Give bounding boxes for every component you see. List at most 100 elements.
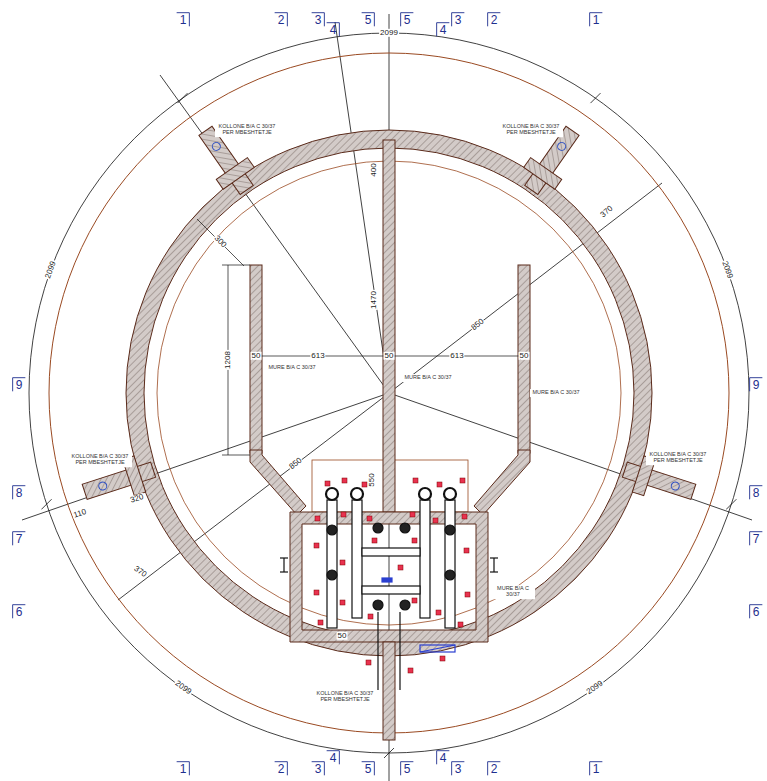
annotation-note: KOLLONE B/A C 30/37 PER MBESHTETJE [68,453,132,467]
dimension-label: 1470 [370,290,378,310]
concrete-walls [82,462,155,499]
section-mark: 5 [403,14,412,27]
valve-markers [340,600,345,605]
valve-markers [315,516,320,521]
foundation-outline [49,53,729,733]
dimension-label: 850 [287,456,304,472]
dimension-arc [178,93,188,103]
dimension-label: 370 [131,564,148,580]
inner-dimension-lines [222,265,250,266]
section-mark: 8 [752,487,761,500]
section-mark: 6 [15,606,24,619]
section-mark: 1 [592,763,601,776]
pump-piping [420,645,455,652]
dimension-label: 370 [598,204,615,220]
valve-markers [372,538,377,543]
section-mark-tick [339,751,340,765]
section-mark: 7 [752,533,761,546]
valve-markers [464,548,469,553]
dimension-label: 2099 [720,259,735,280]
section-mark-tick [436,751,437,765]
section-mark: 2 [277,763,286,776]
concrete-walls [556,141,567,152]
pump-piping [420,645,455,652]
section-mark: 4 [329,24,338,37]
pump-piping [327,525,337,535]
concrete-walls [670,481,680,491]
valve-markers [433,518,438,523]
dimension-label: 550 [368,472,376,487]
pump-piping [400,523,410,533]
section-mark-tick [451,13,452,27]
section-mark-tick [589,13,590,27]
section-mark-tick [749,605,750,619]
section-mark: 4 [439,752,448,765]
inner-dimension-lines [197,219,244,266]
dimension-label: 613 [449,352,464,360]
concrete-walls [250,450,306,515]
section-mark-tick [189,762,190,776]
section-mark: 7 [15,533,24,546]
section-mark-tick [189,13,190,27]
concrete-walls [383,642,395,740]
annotation-note: MURE B/A C 30/37 [402,374,454,382]
valve-markers [413,478,418,483]
valve-markers [436,610,441,615]
door-symbols [493,558,494,572]
pump-piping [420,500,430,618]
valve-markers [412,598,417,603]
concrete-walls [518,265,530,453]
inner-dimension-lines [197,219,528,455]
valve-markers [465,592,470,597]
concrete-walls [474,450,530,515]
section-mark: 5 [364,14,373,27]
concrete-walls [211,141,222,152]
section-mark: 4 [439,24,448,37]
valve-markers [342,478,347,483]
pump-piping [326,488,456,690]
door-symbols [490,571,498,572]
pump-piping [326,488,338,500]
section-mark-tick [339,23,340,37]
valve-markers [340,560,345,565]
section-mark-tick [287,13,288,27]
section-mark: 2 [277,14,286,27]
annotation-note: KOLLONE B/A C 30/37 PER MBESHTETJE [215,123,279,137]
concrete-walls [622,462,695,499]
door-symbols [280,571,288,572]
concrete-walls [126,130,652,656]
section-mark-tick [287,762,288,776]
section-mark-tick [749,532,750,546]
valve-markers [460,478,465,483]
door-symbols [280,558,498,572]
dimension-label: 110 [72,508,89,521]
section-mark: 8 [15,487,24,500]
section-mark-tick [487,762,488,776]
annotation-note: MURE B/A C 30/37 [266,364,318,372]
section-mark-tick [324,13,325,27]
axis-lines [335,22,389,393]
dimension-arc [726,499,736,509]
pump-piping [445,500,455,628]
dimension-label: 50 [251,352,262,360]
section-mark-tick [324,762,325,776]
pump-piping [362,586,420,594]
valve-markers [458,622,463,627]
valve-markers [412,538,417,543]
section-mark-tick [12,532,13,546]
dimension-label: 50 [337,632,348,640]
pump-piping [399,612,400,690]
dimension-label: 613 [310,352,325,360]
section-mark-tick [451,762,452,776]
section-mark: 1 [592,14,601,27]
dimension-arc [29,33,749,753]
pump-piping [373,600,383,610]
section-mark: 4 [329,752,338,765]
section-mark: 9 [15,379,24,392]
valve-markers [314,543,319,548]
valve-markers [341,512,346,517]
axis-lines [389,393,752,520]
section-mark-tick [374,13,375,27]
valve-markers [398,565,403,570]
